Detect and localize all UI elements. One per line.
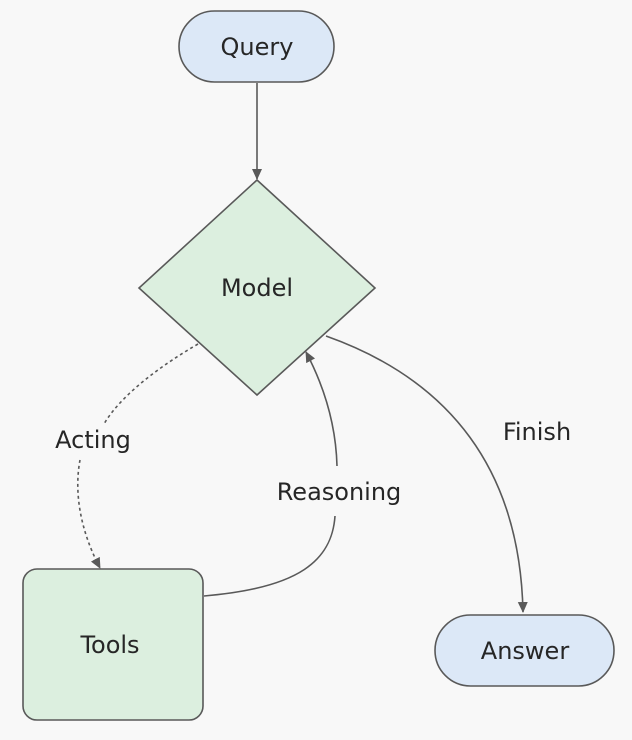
node-query-label: Query bbox=[221, 33, 294, 61]
edge-finish-line bbox=[325, 335, 528, 613]
edge-label-finish: Finish bbox=[503, 418, 571, 446]
node-query: Query bbox=[178, 10, 335, 83]
edge-reasoning-line-upper bbox=[305, 351, 338, 467]
edge-model-to-answer: Finish bbox=[325, 335, 571, 613]
node-model: Model bbox=[137, 178, 377, 397]
node-answer: Answer bbox=[434, 614, 615, 687]
node-tools-label: Tools bbox=[79, 631, 139, 659]
edge-reasoning-line-lower bbox=[203, 515, 336, 597]
edge-acting-line-upper bbox=[103, 343, 199, 425]
node-answer-shape bbox=[434, 614, 615, 687]
edge-label-acting: Acting bbox=[55, 426, 131, 454]
node-tools-shape bbox=[22, 568, 204, 721]
edge-model-to-tools: Acting bbox=[55, 343, 199, 569]
edge-tools-to-model: Reasoning bbox=[203, 351, 402, 597]
node-answer-label: Answer bbox=[481, 637, 570, 665]
node-query-shape bbox=[178, 10, 335, 83]
node-tools: Tools bbox=[22, 568, 204, 721]
edge-label-reasoning: Reasoning bbox=[277, 478, 402, 506]
edge-acting-line-lower bbox=[77, 459, 101, 569]
node-model-shape bbox=[137, 178, 377, 397]
node-model-label: Model bbox=[221, 274, 293, 302]
